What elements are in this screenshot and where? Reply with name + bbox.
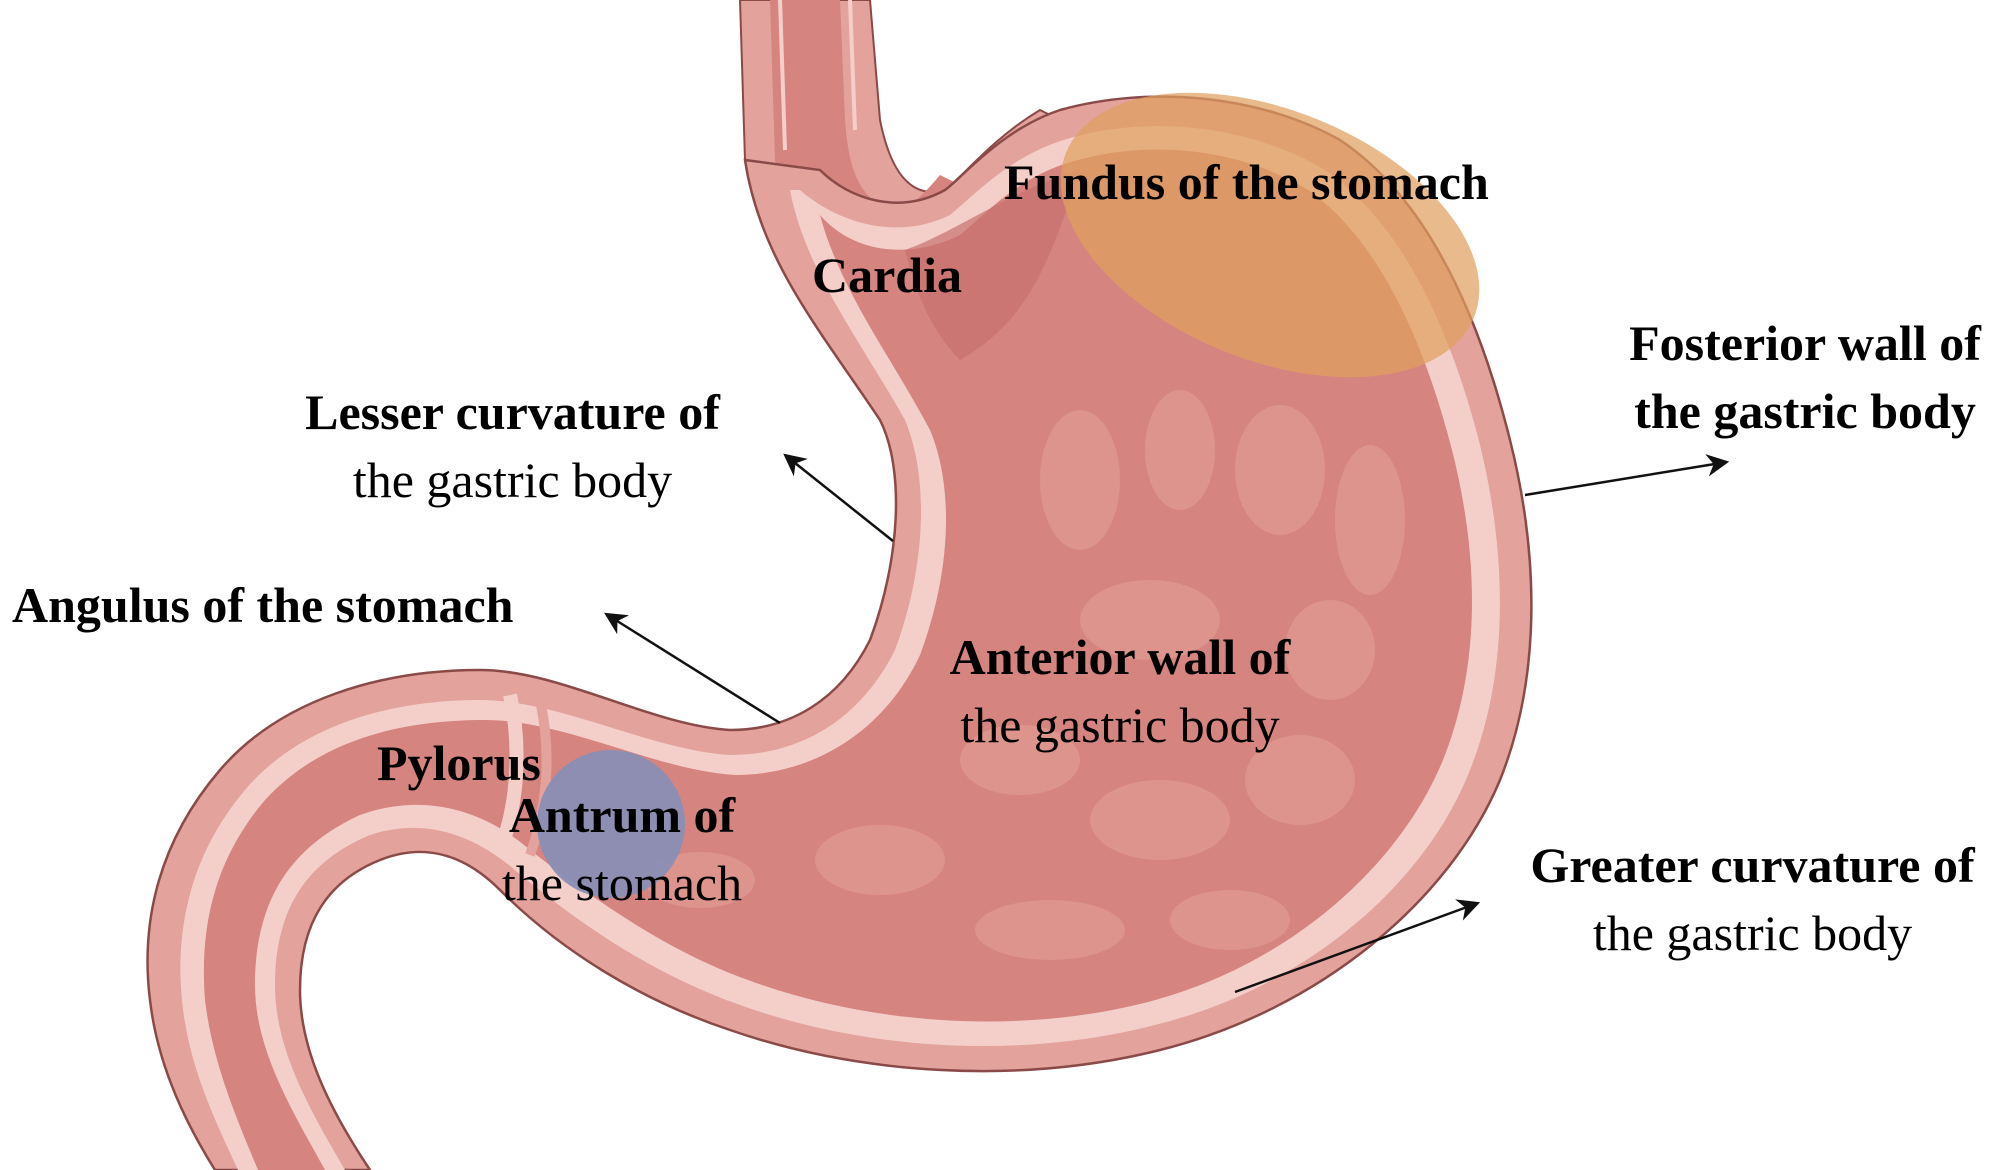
label-cardia: Cardia xyxy=(812,247,962,303)
arrow-posterior-wall xyxy=(1524,454,1730,497)
pylorus-sphincter xyxy=(493,693,552,857)
arrow-lesser-curvature xyxy=(783,453,894,542)
label-angulus: Angulus of the stomach xyxy=(12,577,514,633)
label-anterior-wall: Anterior wall of the gastric body xyxy=(949,629,1291,753)
label-fundus: Fundus of the stomach xyxy=(1004,154,1489,210)
antrum-highlight xyxy=(537,750,685,898)
label-pylorus: Pylorus xyxy=(377,735,541,791)
label-posterior-wall: Fosterior wall of the gastric body xyxy=(1629,315,1981,439)
stomach-body xyxy=(146,95,1533,1170)
arrow-angulus xyxy=(604,612,781,725)
label-lesser-curvature: Lesser curvature of the gastric body xyxy=(305,384,720,508)
label-greater-curvature: Greater curvature of the gastric body xyxy=(1530,837,1975,961)
arrow-greater-curvature xyxy=(1234,899,1481,994)
label-antrum: Antrum of the stomach xyxy=(501,787,743,911)
fundus-highlight xyxy=(1060,92,1480,378)
